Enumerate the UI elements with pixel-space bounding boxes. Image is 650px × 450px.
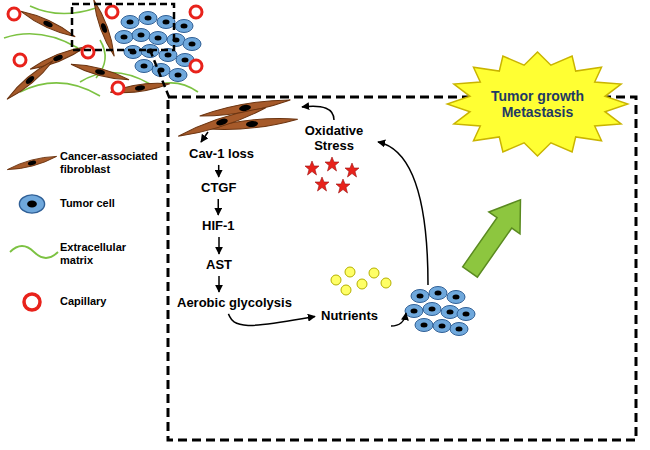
flow-arrow: [378, 142, 428, 285]
legend-entry: Extracellular matrix: [60, 241, 162, 267]
node-text: AST: [206, 258, 232, 273]
node-text: Oxidative Stress: [299, 124, 369, 154]
outcome-starburst: Tumor growth Metastasis: [445, 50, 630, 158]
node-text: CTGF: [201, 181, 236, 196]
zoom-region: [72, 4, 174, 50]
zoom-panel: [168, 97, 636, 440]
growth-arrow: [454, 189, 536, 283]
flow-arrow: [218, 165, 220, 177]
starburst-shape: [445, 50, 630, 158]
legend-text: Tumor cell: [60, 197, 162, 210]
oxidative-stars: [305, 157, 359, 193]
legend-text: Capillary: [60, 295, 162, 308]
legend-samples: [7, 154, 58, 310]
panel-fibroblasts: [177, 96, 298, 140]
panel-tumor-cells: [405, 287, 475, 336]
node-text: Nutrients: [321, 309, 378, 324]
node-text: Aerobic glycolysis: [177, 296, 292, 311]
flow-arrow: [391, 313, 406, 326]
zoom-leader: [150, 50, 169, 97]
nutrient-dots: [331, 267, 391, 295]
stress-label: Oxidative Stress: [296, 123, 372, 155]
step-label: HIF-1: [199, 218, 238, 235]
step-label: Aerobic glycolysis: [174, 295, 295, 312]
legend-entry: Cancer-associated fibroblast: [60, 150, 162, 176]
legend-entry: Tumor cell: [60, 197, 162, 210]
starburst-outline: [447, 52, 628, 156]
flow-arrow: [228, 314, 315, 325]
step-label: CTGF: [198, 180, 239, 197]
flow-arrow: [201, 132, 208, 142]
node-text: HIF-1: [202, 219, 235, 234]
legend-text: Extracellular matrix: [60, 241, 162, 267]
step-label: AST: [203, 257, 235, 274]
nutrient-label: Nutrients: [318, 308, 381, 325]
node-text: Tumor growth Metastasis: [485, 88, 591, 120]
node-text: Cav-1 loss: [189, 147, 254, 162]
legend-entry: Capillary: [60, 295, 162, 308]
legend-text: Cancer-associated fibroblast: [60, 150, 162, 176]
flow-arrow: [218, 237, 220, 254]
flow-arrow: [218, 199, 220, 215]
step-label: Cav-1 loss: [186, 146, 257, 163]
flow-arrow: [218, 276, 220, 292]
flow-arrow: [302, 106, 334, 120]
